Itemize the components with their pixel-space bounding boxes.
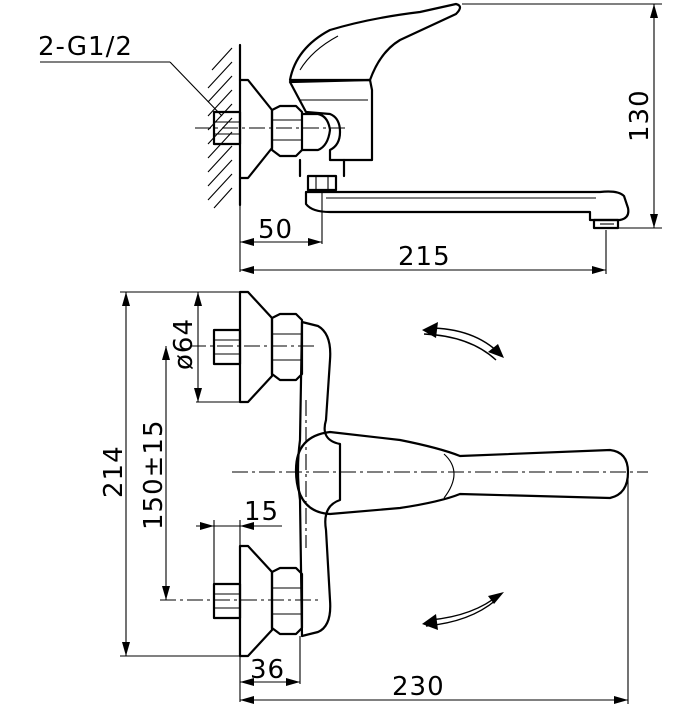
side-inlet-stub bbox=[212, 110, 242, 146]
dim-spout-reach-label: 215 bbox=[398, 242, 451, 272]
side-view: 2-G1/2 130 50 215 bbox=[38, 2, 662, 274]
dim-total-height-214: 214 bbox=[99, 291, 240, 657]
side-connector bbox=[300, 112, 332, 152]
upper-inlet bbox=[190, 290, 318, 404]
dim-nut-label: 36 bbox=[250, 655, 285, 685]
side-escutcheon bbox=[238, 78, 274, 180]
dim-diameter-label: ø64 bbox=[169, 318, 199, 370]
side-aerator bbox=[592, 218, 620, 230]
wall-hatching bbox=[207, 43, 242, 209]
top-lever-handle bbox=[294, 430, 630, 516]
swivel-arrow-lower bbox=[422, 592, 504, 630]
dim-total-height-label: 214 bbox=[99, 445, 129, 498]
side-hex-nut bbox=[270, 104, 304, 158]
dim-total-width-230: 230 bbox=[240, 476, 629, 704]
dim-inlet-label: 15 bbox=[244, 497, 279, 527]
dim-wall-offset-50: 50 bbox=[239, 192, 323, 272]
dim-nut-36: 36 bbox=[239, 636, 301, 702]
dim-diameter-64: ø64 bbox=[169, 291, 248, 403]
dim-inlet-15: 15 bbox=[196, 497, 282, 584]
dim-height-130: 130 bbox=[462, 3, 662, 229]
dim-center-distance-label: 150±15 bbox=[139, 420, 169, 531]
top-view: ø64 214 150±15 15 bbox=[99, 290, 648, 704]
swivel-arrow-upper bbox=[422, 322, 504, 361]
top-valve-body bbox=[296, 320, 342, 638]
lower-inlet bbox=[160, 544, 318, 658]
side-valve-body bbox=[288, 78, 374, 162]
thread-callout: 2-G1/2 bbox=[38, 32, 223, 117]
dim-spout-reach-215: 215 bbox=[240, 230, 607, 274]
thread-label: 2-G1/2 bbox=[38, 32, 133, 62]
dim-height-label: 130 bbox=[625, 89, 655, 142]
dim-total-width-label: 230 bbox=[392, 672, 445, 702]
dim-wall-offset-label: 50 bbox=[258, 215, 293, 245]
side-spout-nut bbox=[306, 174, 338, 192]
dim-center-distance: 150±15 bbox=[139, 346, 170, 600]
side-lever-handle bbox=[288, 2, 462, 82]
side-spout bbox=[304, 190, 630, 222]
